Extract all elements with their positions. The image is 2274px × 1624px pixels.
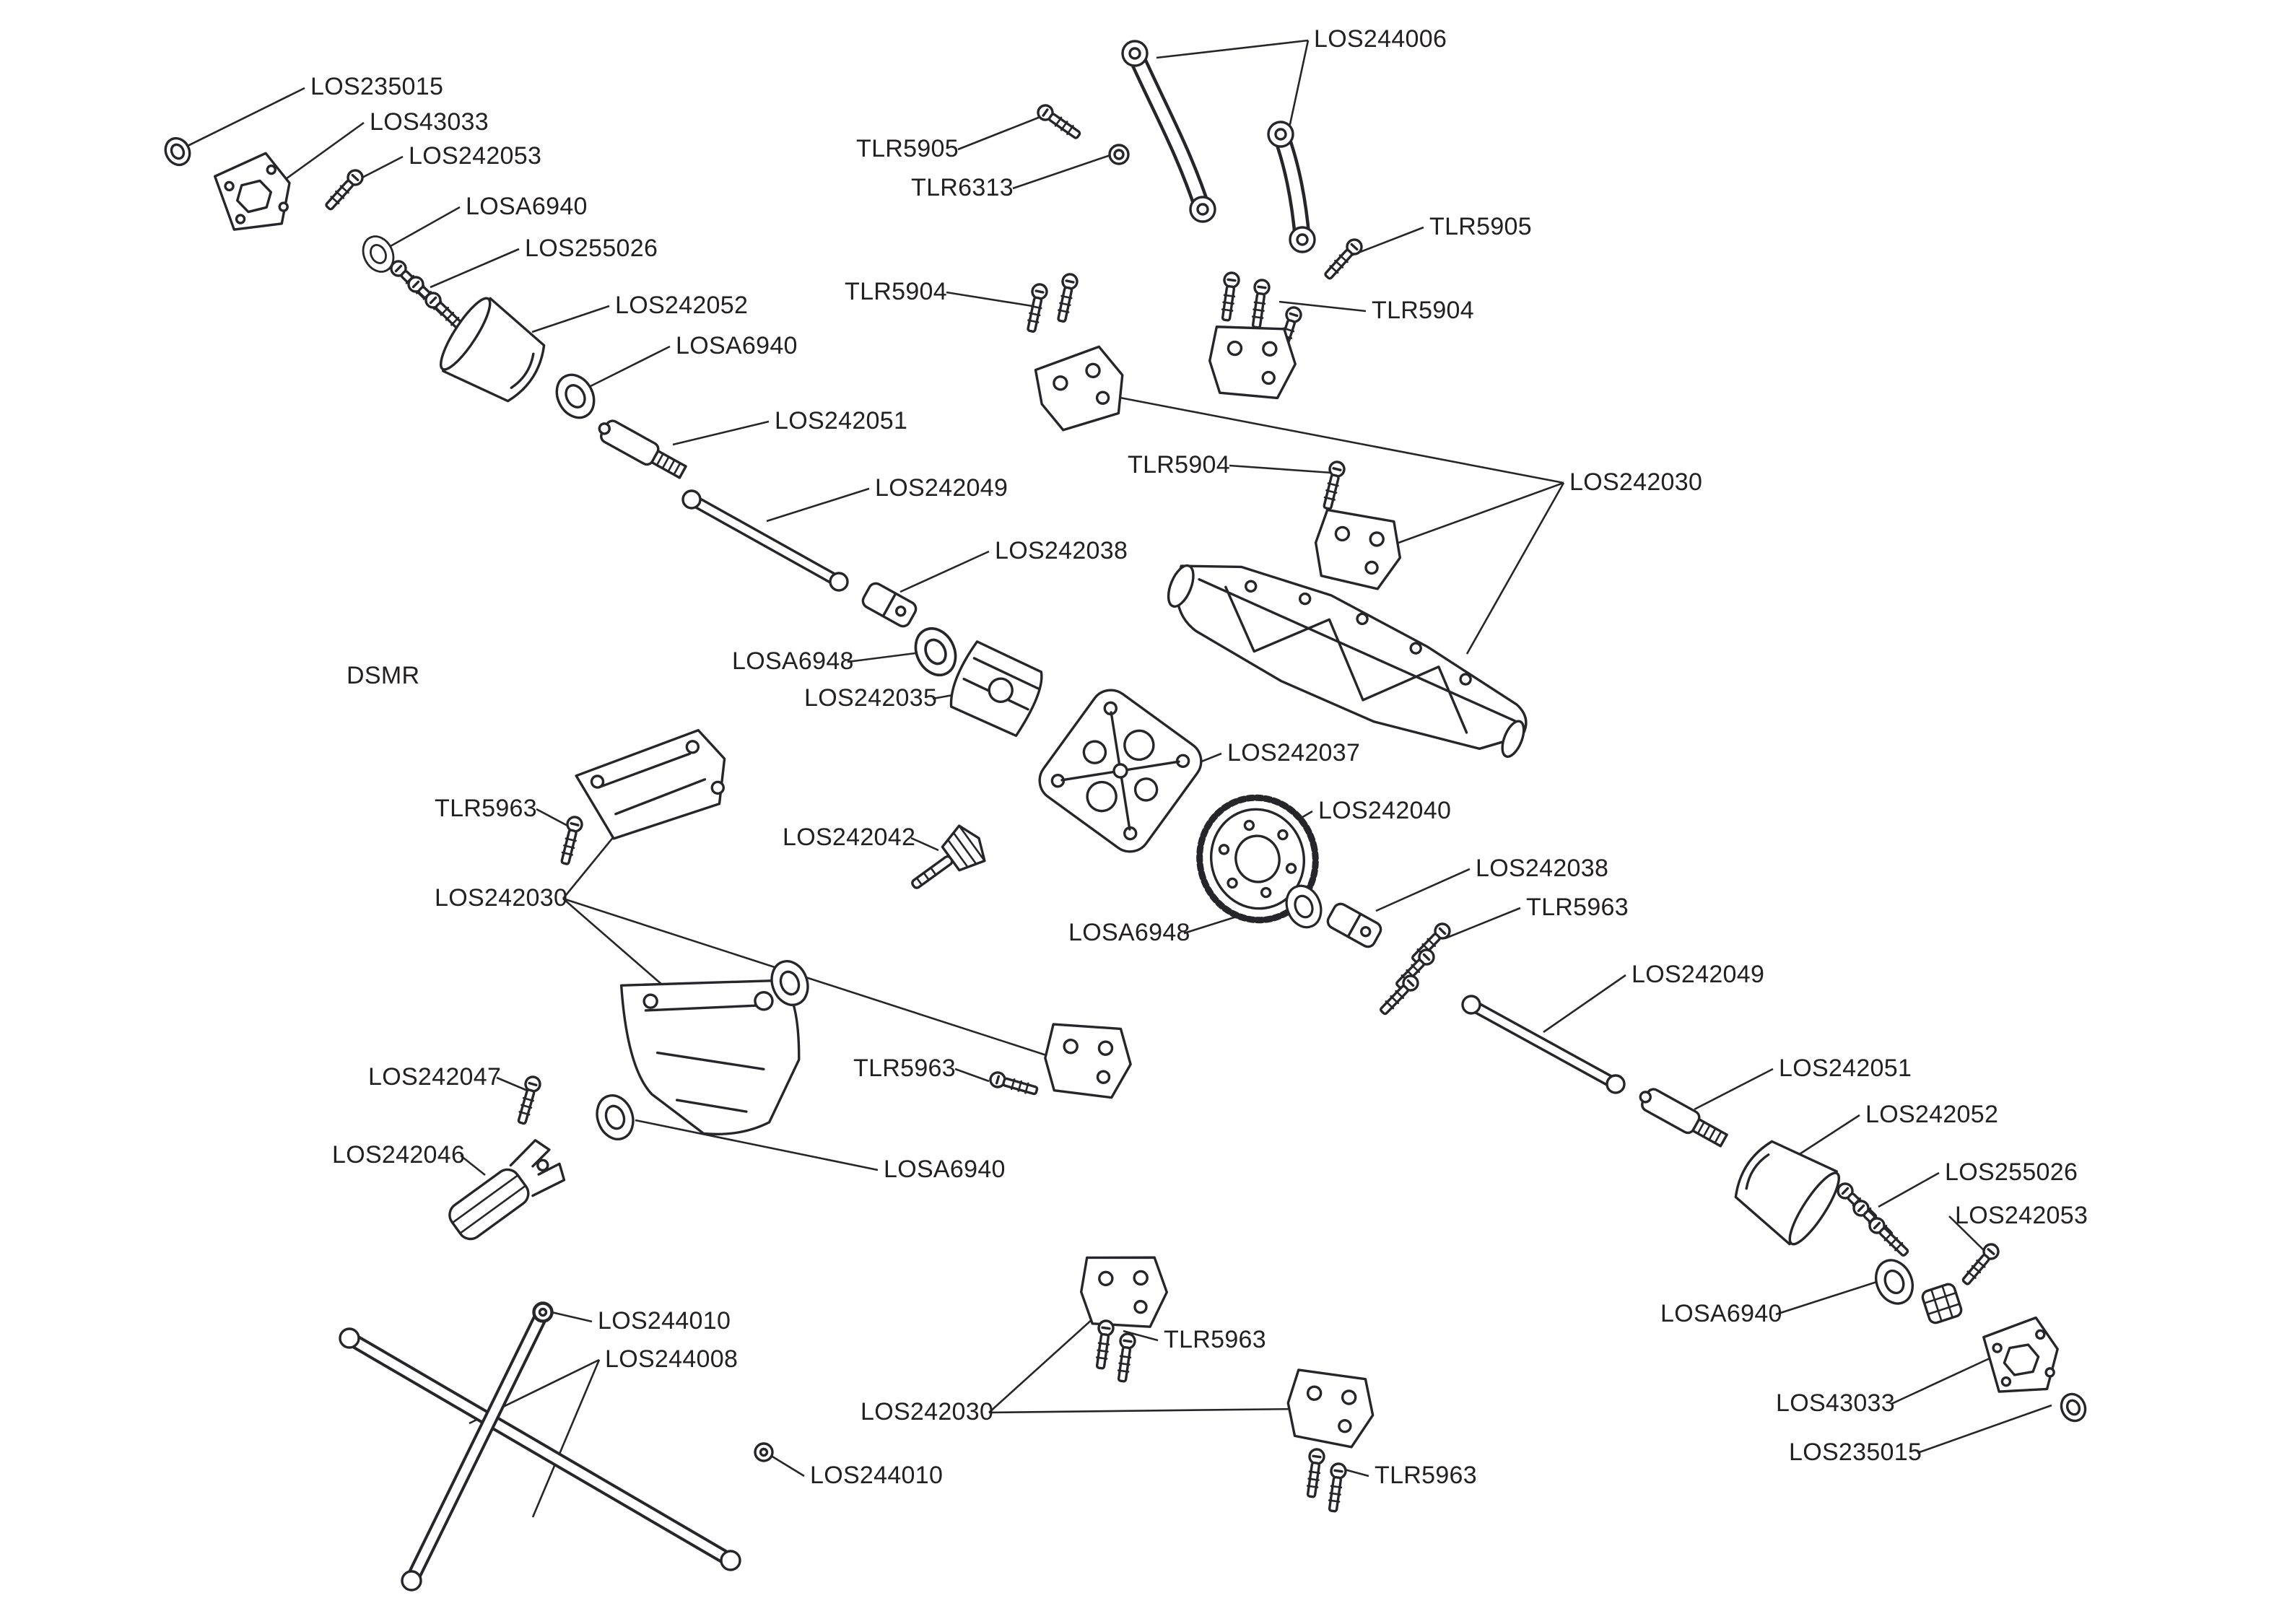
part-label-tlr5963-right: TLR5963	[1526, 894, 1629, 921]
driveshaft-right	[1461, 995, 1626, 1094]
part-label-los242053-right: LOS242053	[1955, 1202, 2088, 1229]
part-label-losa6940-top: LOSA6940	[466, 193, 588, 220]
part-label-los242038-right: LOS242038	[1476, 855, 1609, 882]
part-label-tlr5904-right: TLR5904	[1372, 297, 1474, 324]
diff-internals-los242037	[1038, 689, 1203, 853]
part-label-los242051-right: LOS242051	[1779, 1055, 1912, 1082]
part-label-los242049-left: LOS242049	[875, 474, 1009, 502]
part-label-tlr5963-left: TLR5963	[435, 795, 537, 822]
ring-gear-los242040	[1196, 794, 1319, 924]
part-label-los244010-top: LOS244010	[598, 1307, 731, 1335]
part-label-losa6940-center: LOSA6940	[884, 1156, 1006, 1183]
part-label-los242037: LOS242037	[1227, 739, 1361, 767]
part-label-los242047: LOS242047	[368, 1063, 502, 1091]
part-label-los242042: LOS242042	[783, 824, 916, 851]
part-label-los235015-right: LOS235015	[1789, 1439, 1922, 1466]
part-label-los242052-left: LOS242052	[615, 292, 749, 319]
part-label-los242038-left: LOS242038	[995, 537, 1128, 564]
diff-case-los242035	[949, 640, 1043, 738]
upper-link-left	[1121, 40, 1216, 223]
part-label-tlr5963-bottomright: TLR5963	[1375, 1462, 1477, 1489]
part-label-los244006: LOS244006	[1314, 25, 1447, 53]
part-label-losa6940-bottomright: LOSA6940	[1660, 1300, 1782, 1327]
hex-nut-right	[1921, 1283, 1963, 1324]
part-label-los244010-bottom: LOS244010	[810, 1462, 944, 1489]
part-label-los43033-right: LOS43033	[1776, 1389, 1895, 1417]
part-label-tlr5904-left: TLR5904	[845, 278, 947, 305]
u-joint-los242046	[448, 1139, 566, 1241]
part-label-tlr5904-center: TLR5904	[1128, 451, 1230, 479]
part-label-los242030-right: LOS242030	[1569, 468, 1703, 496]
part-label-losa6948-bottom: LOSA6948	[1068, 919, 1190, 946]
part-label-losa6948-left: LOSA6948	[732, 647, 854, 675]
part-label-los242051-left: LOS242051	[775, 407, 908, 435]
driveshaft-left	[681, 489, 849, 592]
part-label-los242035: LOS242035	[804, 684, 938, 712]
part-label-los242053-top: LOS242053	[409, 142, 542, 170]
housing-upper-front-los242030	[575, 729, 726, 840]
part-label-tlr5905-right: TLR5905	[1429, 213, 1532, 240]
part-label-dsmr: DSMR	[347, 662, 420, 689]
part-label-los242030-left: LOS242030	[435, 884, 568, 912]
part-label-tlr5963-center: TLR5963	[853, 1055, 956, 1082]
part-label-tlr5905-top: TLR5905	[856, 135, 959, 162]
part-label-los255026-top: LOS255026	[525, 235, 658, 262]
upper-link-right	[1267, 121, 1316, 253]
part-label-los235015-top: LOS235015	[310, 73, 444, 100]
part-label-los242049-right: LOS242049	[1632, 961, 1765, 988]
suspension-link-a	[339, 1327, 741, 1571]
part-label-tlr6313: TLR6313	[911, 174, 1014, 201]
part-label-los242040: LOS242040	[1318, 797, 1452, 824]
part-label-los242046: LOS242046	[332, 1141, 466, 1169]
part-label-losa6940-left: LOSA6940	[676, 332, 798, 359]
pinion-gear-los242042	[911, 824, 986, 889]
part-label-los242030-bottom: LOS242030	[861, 1398, 994, 1426]
part-label-los244008: LOS244008	[605, 1345, 739, 1373]
part-label-los242052-right: LOS242052	[1865, 1101, 1999, 1128]
part-label-los43033-top: LOS43033	[370, 108, 489, 136]
part-label-los255026-right: LOS255026	[1945, 1158, 2078, 1186]
part-label-tlr5963-bottomcenter: TLR5963	[1164, 1326, 1266, 1353]
axle-housing-rear-los242030	[1167, 564, 1528, 758]
nut-tlr6313	[1108, 144, 1130, 165]
